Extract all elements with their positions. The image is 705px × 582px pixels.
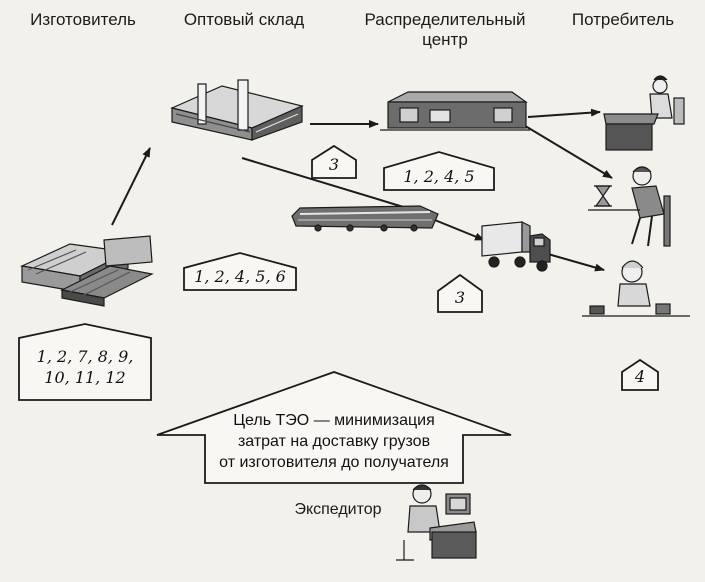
arrow-truck-to-consumer-phone — [547, 253, 605, 272]
arrow-distribution-to-consumer-reader — [521, 123, 613, 179]
consumer-phone-illustration — [582, 260, 690, 317]
box-trucking-shape — [437, 273, 483, 313]
goal-statement: Цель ТЭО — минимизация затрат на доставк… — [190, 410, 478, 473]
functions-wholesale: 3 — [328, 155, 340, 174]
header-consumer: Потребитель — [571, 10, 675, 29]
box-transport-shape — [183, 252, 297, 291]
box-wholesale-shape — [311, 144, 357, 179]
functions-manufacturer-line-2: 10, 11, 12 — [44, 368, 126, 387]
train-illustration — [291, 205, 439, 232]
truck-illustration — [481, 221, 551, 272]
arrow-distribution-to-consumer-desk — [527, 108, 601, 118]
forwarder-label: Экспедитор — [294, 501, 382, 518]
box-goal-shape — [156, 371, 512, 484]
consumer-reader-illustration — [588, 166, 671, 247]
goal-line-2: затрат на доставку грузов — [237, 433, 431, 450]
distribution-center-illustration — [380, 91, 530, 131]
functions-distribution: 1, 2, 4, 5 — [403, 167, 475, 186]
functions-transport: 1, 2, 4, 5, 6 — [194, 267, 286, 286]
function-boxes — [18, 144, 659, 484]
functions-manufacturer-line-1: 1, 2, 7, 8, 9, — [36, 347, 134, 366]
box-distribution-shape — [383, 151, 495, 191]
header-manufacturer: Изготовитель — [30, 10, 136, 29]
functions-manufacturer: 1, 2, 7, 8, 9, 10, 11, 12 — [22, 346, 148, 388]
header-distribution-center: Распределительный центр — [364, 10, 526, 49]
goal-line-1: Цель ТЭО — минимизация — [233, 412, 435, 429]
arrow-factory-to-warehouse — [111, 147, 151, 226]
functions-trucking: 3 — [454, 288, 466, 307]
header-wholesale-warehouse: Оптовый склад — [183, 10, 305, 29]
warehouse-illustration — [170, 79, 304, 141]
box-consumer-shape — [621, 358, 659, 391]
consumer-desk-illustration — [603, 75, 685, 151]
functions-consumer: 4 — [634, 367, 646, 386]
goal-line-3: от изготовителя до получателя — [219, 454, 449, 471]
box-manufacturer-shape — [18, 323, 152, 401]
forwarder-illustration — [396, 484, 477, 561]
factory-illustration — [19, 235, 154, 307]
arrow-warehouse-to-train — [241, 157, 421, 214]
